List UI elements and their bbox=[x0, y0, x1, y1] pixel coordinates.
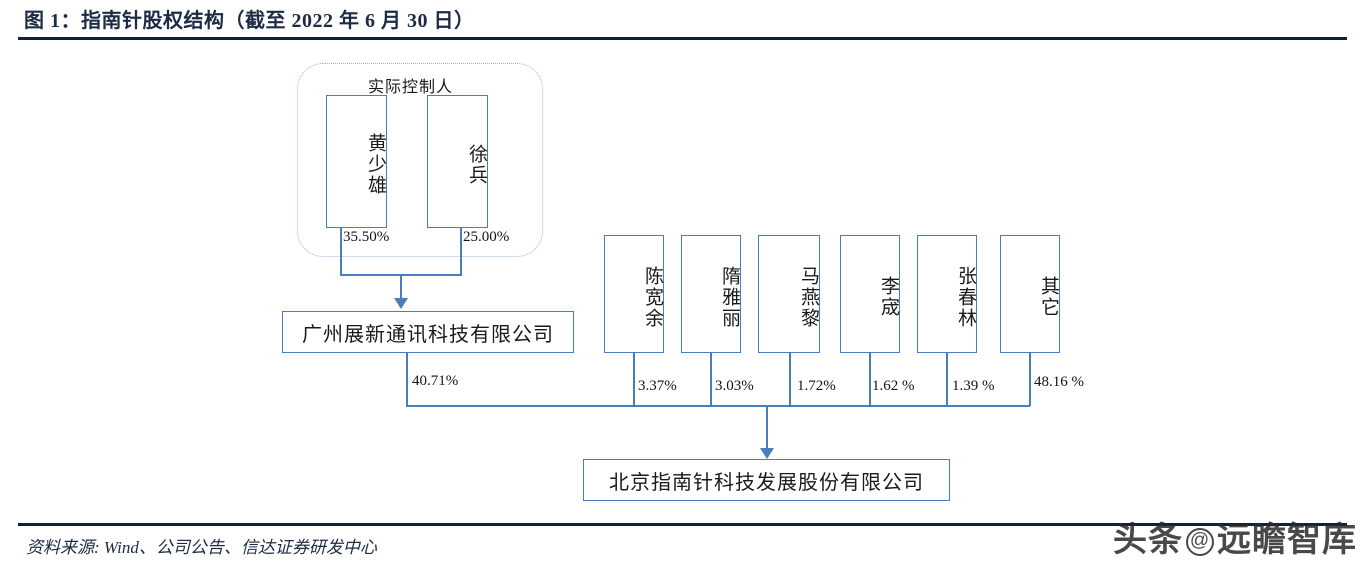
shareholder-name: 陈宽余 bbox=[642, 265, 663, 329]
controller-box-huang-shaoxiong[interactable]: 黄少雄 bbox=[326, 95, 387, 228]
title-divider bbox=[18, 37, 1347, 40]
connector-li-cheng-down bbox=[869, 353, 871, 406]
shareholder-box-zhang-chunlin[interactable]: 张春林 bbox=[917, 235, 977, 353]
watermark-at-icon: @ bbox=[1186, 528, 1214, 556]
shareholder-name: 隋雅丽 bbox=[719, 265, 740, 329]
pct-li-cheng: 1.62 % bbox=[872, 378, 915, 394]
shareholder-box-sui-yali[interactable]: 隋雅丽 bbox=[681, 235, 741, 353]
connector-holding-company-down bbox=[406, 353, 408, 406]
connector-xu-vertical bbox=[460, 228, 462, 275]
arrow-controller-to-company bbox=[394, 298, 408, 309]
shareholder-name: 马燕黎 bbox=[798, 265, 819, 329]
controller-name: 黄少雄 bbox=[365, 133, 386, 196]
page-title: 图 1：指南针股权结构（截至 2022 年 6 月 30 日） bbox=[24, 10, 475, 32]
shareholder-box-chen-kuanyu[interactable]: 陈宽余 bbox=[604, 235, 664, 353]
connector-bus-to-listed-company bbox=[766, 405, 768, 449]
connector-controller-to-company bbox=[400, 274, 402, 299]
pct-other: 48.16 % bbox=[1034, 374, 1084, 390]
pct-holding-company: 40.71% bbox=[412, 373, 459, 389]
footer-divider bbox=[18, 523, 1347, 526]
connector-huang-vertical bbox=[340, 228, 342, 275]
connector-ma-yanli-down bbox=[789, 353, 791, 406]
shareholder-name: 李宬 bbox=[878, 276, 899, 318]
shareholder-box-ma-yanli[interactable]: 马燕黎 bbox=[758, 235, 820, 353]
shareholder-box-li-cheng[interactable]: 李宬 bbox=[840, 235, 900, 353]
connector-shareholder-bus bbox=[406, 405, 1030, 407]
pct-xu-to-company: 25.00% bbox=[463, 229, 510, 245]
pct-ma-yanli: 1.72% bbox=[797, 378, 836, 394]
connector-other-down bbox=[1029, 353, 1031, 406]
holding-company-box[interactable]: 广州展新通讯科技有限公司 bbox=[282, 311, 574, 353]
listed-company-name: 北京指南针科技发展股份有限公司 bbox=[609, 471, 924, 494]
controller-name: 徐兵 bbox=[466, 143, 487, 186]
connector-chen-kuanyu-down bbox=[633, 353, 635, 406]
listed-company-box[interactable]: 北京指南针科技发展股份有限公司 bbox=[583, 459, 950, 501]
connector-zhang-chunlin-down bbox=[946, 353, 948, 406]
pct-chen-kuanyu: 3.37% bbox=[638, 378, 677, 394]
arrow-bus-to-listed-company bbox=[760, 448, 774, 459]
shareholder-box-other[interactable]: 其它 bbox=[1000, 235, 1060, 353]
watermark: 头条@远瞻智库 bbox=[1113, 512, 1357, 561]
holding-company-name: 广州展新通讯科技有限公司 bbox=[302, 323, 554, 346]
actual-controller-group-label: 实际控制人 bbox=[368, 79, 454, 96]
connector-sui-yali-down bbox=[710, 353, 712, 406]
watermark-right-text: 远瞻智库 bbox=[1217, 521, 1357, 559]
watermark-left-text: 头条 bbox=[1113, 521, 1183, 559]
shareholder-name: 其它 bbox=[1038, 276, 1059, 318]
source-note: 资料来源: Wind、公司公告、信达证券研发中心 bbox=[26, 538, 377, 557]
pct-huang-to-company: 35.50% bbox=[343, 229, 390, 245]
pct-zhang-chunlin: 1.39 % bbox=[952, 378, 995, 394]
actual-controller-group bbox=[297, 63, 543, 257]
shareholder-name: 张春林 bbox=[955, 265, 976, 329]
pct-sui-yali: 3.03% bbox=[715, 378, 754, 394]
controller-box-xu-bing[interactable]: 徐兵 bbox=[427, 95, 488, 228]
